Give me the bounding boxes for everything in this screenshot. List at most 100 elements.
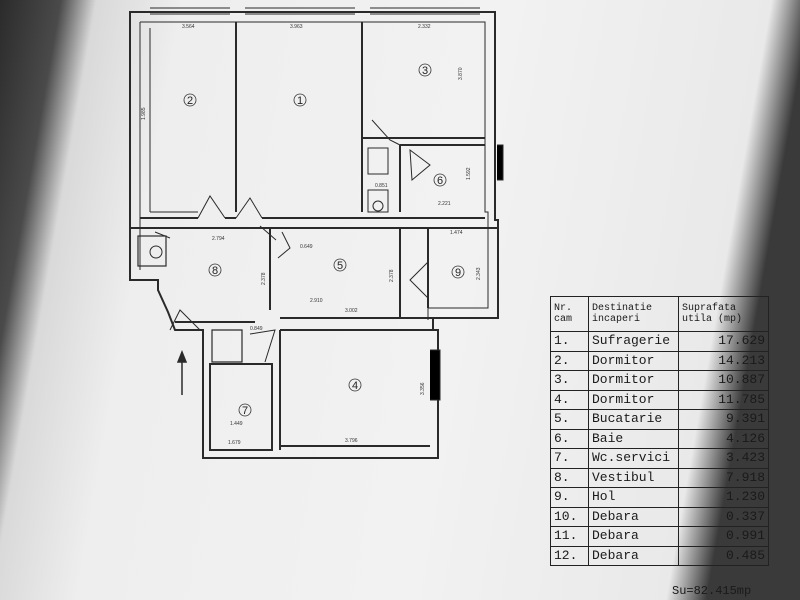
total-area: Su=82.415mp bbox=[672, 584, 752, 598]
dimension-label: 3.002 bbox=[345, 308, 358, 314]
debara-box-1 bbox=[137, 235, 167, 267]
legend-cell-nr: 11. bbox=[550, 526, 589, 547]
dimension-label: 0.849 bbox=[250, 326, 263, 332]
legend-cell-name: Hol bbox=[588, 487, 679, 508]
room-number: 8 bbox=[212, 265, 218, 277]
room-number: 3 bbox=[422, 65, 428, 77]
dimension-label: 2.910 bbox=[310, 298, 323, 304]
legend-cell-name: Dormitor bbox=[588, 370, 679, 391]
legend-cell-area: 1.230 bbox=[678, 487, 769, 508]
legend-cell-name: Baie bbox=[588, 428, 679, 449]
dimension-label: 1.592 bbox=[466, 167, 472, 180]
legend-header-destination: Destinatie incaperi bbox=[588, 296, 679, 332]
dimension-label: 3.356 bbox=[420, 382, 426, 395]
legend-cell-area: 0.991 bbox=[678, 526, 769, 547]
legend-cell-nr: 5. bbox=[550, 409, 589, 430]
legend-cell-name: Debara bbox=[588, 545, 679, 566]
door-swing bbox=[277, 231, 291, 259]
legend-cell-nr: 7. bbox=[550, 448, 589, 469]
room-number: 9 bbox=[455, 267, 461, 279]
area-legend-table: Nr. cam Destinatie incaperi Suprafata ut… bbox=[550, 296, 769, 566]
legend-header-area: Suprafata utila (mp) bbox=[678, 296, 769, 332]
dimension-label: 2.343 bbox=[476, 267, 482, 280]
legend-cell-area: 7.918 bbox=[678, 467, 769, 488]
legend-cell-nr: 9. bbox=[550, 487, 589, 508]
dimension-label: 3.564 bbox=[182, 24, 195, 30]
door-swing bbox=[235, 197, 263, 219]
dimension-label: 1.679 bbox=[228, 440, 241, 446]
legend-cell-nr: 10. bbox=[550, 506, 589, 527]
legend-cell-area: 10.887 bbox=[678, 370, 769, 391]
legend-cell-nr: 3. bbox=[550, 370, 589, 391]
wall-2-left bbox=[149, 28, 198, 213]
legend-cell-name: Debara bbox=[588, 506, 679, 527]
legend-cell-nr: 1. bbox=[550, 331, 589, 352]
door-swing bbox=[197, 195, 226, 219]
vent-circle-2 bbox=[372, 200, 384, 212]
legend-cell-area: 0.485 bbox=[678, 545, 769, 566]
window-top-3 bbox=[370, 7, 480, 15]
dimension-label: 0.649 bbox=[300, 244, 313, 250]
hol-box bbox=[211, 329, 243, 363]
door-swing bbox=[409, 148, 431, 182]
legend-cell-name: Debara bbox=[588, 526, 679, 547]
door-swing bbox=[249, 329, 276, 363]
legend-cell-name: Bucatarie bbox=[588, 409, 679, 430]
dimension-label: 2.332 bbox=[418, 24, 431, 30]
legend-header-nr: Nr. cam bbox=[550, 296, 589, 332]
legend-cell-area: 4.126 bbox=[678, 428, 769, 449]
inner-outline bbox=[139, 21, 489, 320]
dimension-label: 2.378 bbox=[261, 272, 267, 285]
legend-cell-nr: 6. bbox=[550, 428, 589, 449]
window-right-2 bbox=[430, 349, 441, 401]
legend-cell-name: Dormitor bbox=[588, 350, 679, 371]
vent-circle bbox=[149, 245, 163, 259]
legend-cell-area: 3.423 bbox=[678, 448, 769, 469]
dimension-label: 3.963 bbox=[290, 24, 303, 30]
window-top-2 bbox=[245, 7, 355, 15]
legend-cell-name: Wc.servici bbox=[588, 448, 679, 469]
room-number: 1 bbox=[297, 95, 303, 107]
legend-cell-nr: 8. bbox=[550, 467, 589, 488]
legend-cell-nr: 2. bbox=[550, 350, 589, 371]
dimension-label: 2.221 bbox=[438, 201, 451, 207]
dimension-label: 2.378 bbox=[389, 269, 395, 282]
door-swing bbox=[169, 309, 201, 331]
hatch-line bbox=[154, 225, 277, 241]
dimension-label: 0.851 bbox=[375, 183, 388, 189]
door-swing bbox=[409, 260, 429, 300]
legend-cell-nr: 4. bbox=[550, 389, 589, 410]
wc-box bbox=[209, 363, 273, 451]
dimension-label: 3.796 bbox=[345, 438, 358, 444]
legend-cell-area: 0.337 bbox=[678, 506, 769, 527]
door-swing bbox=[371, 119, 401, 146]
dimension-label: 3.870 bbox=[458, 67, 464, 80]
room-number: 7 bbox=[242, 405, 248, 417]
dimension-label: 1.449 bbox=[230, 421, 243, 427]
wall-6 bbox=[399, 144, 485, 212]
window-top-1 bbox=[150, 7, 230, 15]
legend-cell-area: 9.391 bbox=[678, 409, 769, 430]
room-number: 6 bbox=[437, 175, 443, 187]
room-number: 4 bbox=[352, 380, 358, 392]
outer-wall bbox=[129, 11, 499, 459]
window-right-1 bbox=[497, 144, 504, 181]
legend-cell-area: 14.213 bbox=[678, 350, 769, 371]
room-number: 2 bbox=[187, 95, 193, 107]
dimension-label: 1.985 bbox=[141, 107, 147, 120]
dimension-label: 2.794 bbox=[212, 236, 225, 242]
dimension-label: 1.474 bbox=[450, 230, 463, 236]
legend-cell-area: 17.629 bbox=[678, 331, 769, 352]
